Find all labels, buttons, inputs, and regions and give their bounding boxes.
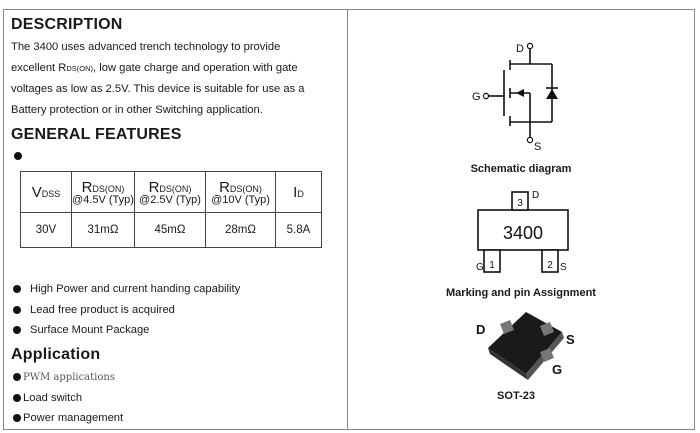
application-list: PWM applications Load switch Power manag… bbox=[13, 367, 123, 429]
schematic-pin-g: G bbox=[472, 91, 481, 103]
header-id: ID bbox=[275, 171, 322, 213]
package-pin-g: G bbox=[552, 362, 562, 377]
description-line-3: voltages as low as 2.5V. This device is … bbox=[11, 83, 305, 95]
bullet-icon bbox=[13, 305, 21, 314]
general-features-heading: GENERAL FEATURES bbox=[11, 126, 182, 143]
table-row: 30V 31mΩ 45mΩ 28mΩ 5.8A bbox=[20, 212, 322, 248]
marking-part-number: 3400 bbox=[503, 223, 543, 243]
marking-pin-1-name: G bbox=[476, 262, 484, 273]
header-rdson-10v: RDS(ON)@10V (Typ) bbox=[205, 171, 276, 213]
header-rdson-2v5: RDS(ON)@2.5V (Typ) bbox=[134, 171, 206, 213]
schematic-pin-s: S bbox=[534, 141, 541, 153]
value-vdss: 30V bbox=[20, 212, 72, 248]
value-rdson-4v5: 31mΩ bbox=[71, 212, 135, 248]
marking-pin-2-name: S bbox=[560, 262, 567, 273]
rdson-symbol: excellent R bbox=[11, 61, 67, 74]
package-pin-d: D bbox=[476, 322, 485, 337]
sot23-package-drawing: D S G bbox=[476, 312, 575, 380]
marking-pin-2-number: 2 bbox=[547, 260, 553, 271]
marking-pin-3-name: D bbox=[532, 190, 539, 201]
bullet-icon bbox=[13, 285, 21, 294]
list-item: Load switch bbox=[13, 388, 123, 409]
description-line-1: The 3400 uses advanced trench technology… bbox=[11, 41, 281, 53]
bullet-icon bbox=[13, 373, 21, 382]
description-line-2: excellent RDS(ON), low gate charge and o… bbox=[11, 58, 344, 80]
marking-caption: Marking and pin Assignment bbox=[446, 287, 596, 299]
column-divider bbox=[347, 9, 348, 430]
description-heading: DESCRIPTION bbox=[11, 16, 123, 33]
application-heading: Application bbox=[11, 346, 101, 363]
list-item: Surface Mount Package bbox=[13, 320, 240, 341]
description-text: The 3400 uses advanced trench technology… bbox=[11, 37, 344, 120]
table-header-row: VDSS RDS(ON)@4.5V (Typ) RDS(ON)@2.5V (Ty… bbox=[20, 171, 322, 213]
bullet-icon bbox=[14, 152, 22, 160]
list-item: Power management bbox=[13, 408, 123, 429]
package-caption: SOT-23 bbox=[497, 390, 535, 402]
datasheet-frame bbox=[3, 9, 695, 430]
value-id: 5.8A bbox=[275, 212, 322, 248]
value-rdson-2v5: 45mΩ bbox=[134, 212, 206, 248]
list-item: PWM applications bbox=[13, 367, 123, 388]
bullet-icon bbox=[13, 414, 21, 423]
schematic-caption: Schematic diagram bbox=[470, 163, 572, 175]
list-item: Lead free product is acquired bbox=[13, 300, 240, 321]
schematic-pin-d: D bbox=[516, 43, 524, 55]
description-line-4: Battery protection or in other Switching… bbox=[11, 103, 263, 116]
bullet-icon bbox=[13, 393, 21, 402]
rdson-subscript: DS(ON) bbox=[66, 63, 94, 73]
parameters-table: VDSS RDS(ON)@4.5V (Typ) RDS(ON)@2.5V (Ty… bbox=[20, 171, 322, 248]
header-rdson-4v5: RDS(ON)@4.5V (Typ) bbox=[71, 171, 135, 213]
mosfet-schematic: D G S bbox=[472, 42, 558, 153]
header-vdss: VDSS bbox=[20, 171, 72, 213]
features-list: High Power and current handing capabilit… bbox=[13, 279, 240, 341]
description-line-2-rest: , low gate charge and operation with gat… bbox=[93, 61, 298, 74]
value-rdson-10v: 28mΩ bbox=[205, 212, 276, 248]
marking-pin-1-number: 1 bbox=[489, 260, 495, 271]
list-item: High Power and current handing capabilit… bbox=[13, 279, 240, 300]
package-pin-s: S bbox=[566, 332, 575, 347]
bullet-icon bbox=[13, 326, 21, 335]
marking-pin-3-number: 3 bbox=[517, 198, 523, 209]
marking-diagram: 3400 3 D G 1 2 S bbox=[476, 190, 569, 273]
